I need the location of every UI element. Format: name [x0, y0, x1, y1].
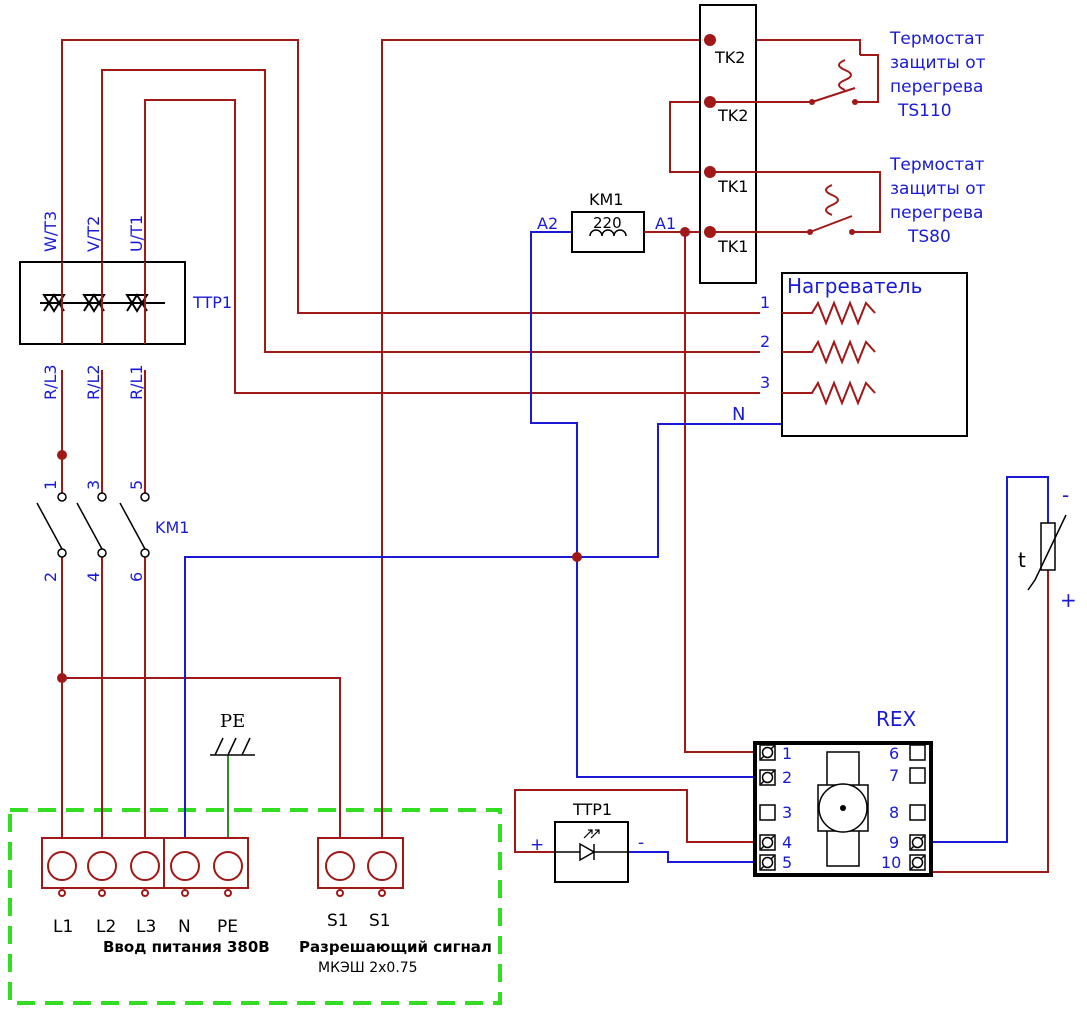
led-arrow-icon	[583, 829, 600, 839]
ssr-input: TTP1 + -	[530, 800, 644, 883]
tk-label: TK2	[714, 48, 745, 67]
terminal-labels: L1 L2 L3 N PE S1 S1	[53, 911, 391, 937]
heater-element: 1	[760, 293, 770, 312]
contactor-pin: 6	[127, 572, 146, 582]
ssr-label: TTP1	[192, 293, 232, 312]
contactor-contacts: 1 3 5 2 4 6 KM1	[36, 450, 189, 683]
power-terminal-block	[41, 837, 249, 897]
ssr-bottom-pin: R/L1	[127, 364, 146, 400]
svg-text:перегрева: перегрева	[890, 203, 983, 223]
ssr-input-label: TTP1	[572, 800, 612, 819]
contactor-pin: 2	[41, 572, 60, 582]
power-caption: Ввод питания 380В	[103, 938, 270, 956]
controller-pin: 7	[889, 766, 899, 785]
controller-pin: 1	[782, 744, 792, 763]
thermostat-label-2: Термостат защиты от перегрева TS80	[889, 155, 986, 247]
ssr-top-pin: V/T2	[84, 216, 103, 252]
controller-pin: 10	[881, 853, 901, 872]
controller-pin: 2	[782, 768, 792, 787]
ssr-bottom-pin: R/L2	[84, 364, 103, 400]
thermostat-label-1: Термостат защиты от перегрева TS110	[889, 29, 986, 121]
ssr-top-pin: U/T1	[127, 215, 146, 252]
heater-element: 2	[760, 332, 770, 351]
svg-text:перегрева: перегрева	[890, 77, 983, 97]
terminal-area-boundary	[8, 808, 502, 1005]
svg-text:защиты от: защиты от	[890, 53, 986, 73]
thermostat-switch-2	[710, 171, 881, 235]
tk-label: TK1	[717, 177, 748, 196]
svg-text:защиты от: защиты от	[890, 179, 986, 199]
heater: Нагреватель 1 2 3 N	[732, 272, 968, 437]
contactor-pin: 5	[127, 480, 146, 490]
ground-symbol: PE	[210, 711, 255, 756]
thermostat-switch-1	[710, 54, 879, 105]
neutral-wires	[184, 231, 1049, 863]
contactor-label: KM1	[155, 518, 189, 537]
svg-text:TS80: TS80	[907, 227, 951, 247]
ssr-top-pin: W/T3	[41, 211, 60, 252]
sensor-symbol: t	[1018, 548, 1026, 572]
ssr-input-plus: +	[530, 835, 544, 855]
coil-voltage: 220	[593, 214, 622, 232]
heater-element: 3	[760, 373, 770, 392]
coil-label: KM1	[589, 190, 623, 209]
ssr-bottom-pin: R/L3	[41, 364, 60, 400]
contactor-pin: 4	[84, 572, 103, 582]
controller-pin: 5	[782, 853, 792, 872]
svg-text:Термостат: Термостат	[889, 29, 985, 49]
ground-label: PE	[220, 711, 245, 732]
controller-left-terminals	[759, 744, 776, 871]
phase-wires	[61, 39, 1049, 873]
coil-a2: A2	[537, 214, 558, 233]
sensor-plus: +	[1060, 588, 1077, 612]
controller-pin: 6	[889, 744, 899, 763]
signal-terminal-block	[317, 837, 404, 897]
temperature-sensor: t - +	[1018, 483, 1077, 612]
tk-label: TK2	[717, 106, 748, 125]
svg-text:L3: L3	[136, 917, 156, 937]
contactor-pin: 1	[41, 480, 60, 490]
heater-title: Нагреватель	[787, 274, 922, 298]
svg-text:N: N	[178, 917, 191, 937]
contactor-pin: 3	[84, 480, 103, 490]
svg-text:S1: S1	[369, 911, 391, 931]
coil-a1: A1	[655, 214, 676, 233]
tk-label: TK1	[717, 237, 748, 256]
thermostat-terminal-block: TK2 TK2 TK1 TK1	[699, 4, 757, 284]
ssr-power-block: TTP1 W/T3 V/T2 U/T1 R/L3 R/L2 R/L1	[19, 211, 232, 400]
signal-caption: Разрешающий сигнал	[299, 938, 492, 956]
sensor-minus: -	[1062, 483, 1069, 507]
controller-pin: 9	[889, 833, 899, 852]
controller-pin: 3	[782, 803, 792, 822]
ssr-input-minus: -	[638, 833, 644, 853]
svg-text:Термостат: Термостат	[889, 155, 985, 175]
svg-text:S1: S1	[327, 911, 349, 931]
triac-icon	[42, 293, 149, 313]
svg-text:L2: L2	[96, 917, 116, 937]
cable-caption: МКЭШ 2х0.75	[318, 960, 418, 976]
controller-right-terminals	[909, 744, 926, 871]
contactor-coil: KM1 220 A2 A1	[537, 190, 690, 253]
controller-pin: 4	[782, 833, 792, 852]
heater-neutral: N	[732, 404, 745, 425]
controller-pin: 8	[889, 803, 899, 822]
svg-text:TS110: TS110	[897, 101, 952, 121]
svg-text:PE: PE	[217, 917, 238, 937]
svg-text:L1: L1	[53, 917, 73, 937]
rex-controller: REX 1 2 3 4 5 6 7 8 9 10	[753, 707, 933, 877]
controller-title: REX	[876, 707, 917, 731]
